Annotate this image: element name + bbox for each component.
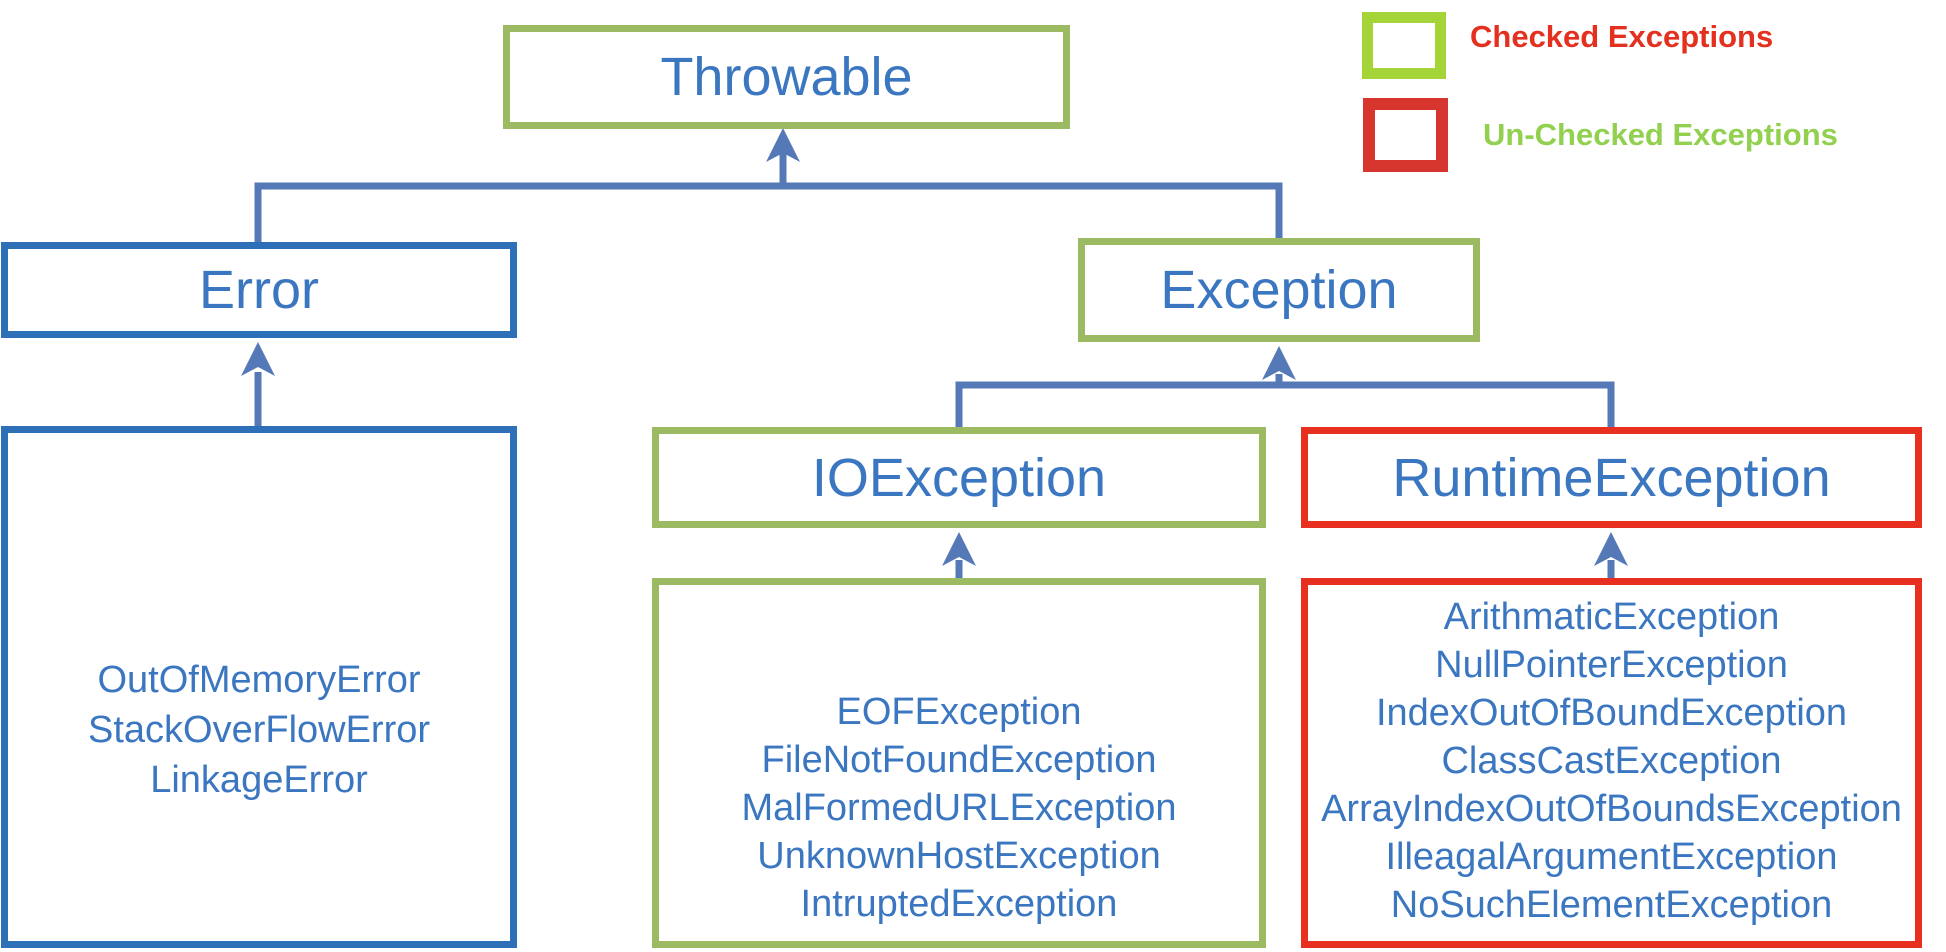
- list-item: LinkageError: [150, 759, 368, 801]
- list-item: NullPointerException: [1435, 644, 1788, 686]
- node-throwable: Throwable: [503, 25, 1070, 129]
- runtime-subtypes-box: [1301, 578, 1922, 948]
- list-item: StackOverFlowError: [87, 709, 431, 751]
- checked-exceptions-swatch: [1362, 12, 1446, 79]
- arrowhead-to-error-icon: [241, 342, 275, 376]
- error-subtypes-box: [1, 426, 517, 948]
- list-item: ArithmaticException: [1443, 596, 1780, 638]
- unchecked-exceptions-label: Un-Checked Exceptions: [1483, 117, 1838, 152]
- connector-exception-children: [955, 381, 1615, 431]
- list-item: ArrayIndexOutOfBoundsException: [1321, 788, 1902, 830]
- io-subtypes-list: EOFException FileNotFoundException MalFo…: [652, 688, 1266, 928]
- list-item: IlleagalArgumentException: [1385, 836, 1838, 878]
- connector-throwable-children: [254, 182, 1283, 246]
- list-item: ClassCastException: [1441, 740, 1782, 782]
- list-item: UnknownHostException: [757, 835, 1161, 877]
- arrowhead-to-ioexception-icon: [942, 532, 976, 566]
- node-exception-label: Exception: [1160, 260, 1398, 320]
- node-runtimeexception-label: RuntimeException: [1392, 447, 1831, 508]
- runtime-subtypes-list: ArithmaticException NullPointerException…: [1301, 593, 1922, 929]
- list-item: EOFException: [836, 691, 1082, 733]
- node-exception: Exception: [1078, 238, 1480, 342]
- unchecked-exceptions-swatch: [1363, 98, 1448, 172]
- node-ioexception-label: IOException: [811, 447, 1107, 508]
- io-subtypes-box: [652, 578, 1266, 948]
- list-item: OutOfMemoryError: [97, 659, 421, 701]
- node-error-label: Error: [199, 260, 319, 320]
- node-error: Error: [1, 242, 517, 338]
- list-item: IndexOutOfBoundException: [1375, 692, 1848, 734]
- arrowhead-to-throwable-icon: [766, 128, 800, 162]
- arrowhead-to-exception-icon: [1262, 346, 1296, 380]
- list-item: FileNotFoundException: [761, 739, 1157, 781]
- node-runtimeexception: RuntimeException: [1301, 427, 1922, 528]
- list-item: IntruptedException: [800, 883, 1118, 925]
- list-item: NoSuchElementException: [1390, 884, 1833, 926]
- arrowhead-to-runtimeexception-icon: [1594, 532, 1628, 566]
- list-item: MalFormedURLException: [741, 787, 1177, 829]
- node-throwable-label: Throwable: [660, 47, 913, 107]
- checked-exceptions-label: Checked Exceptions: [1470, 19, 1774, 54]
- node-ioexception: IOException: [652, 427, 1266, 528]
- error-subtypes-list: OutOfMemoryError StackOverFlowError Link…: [1, 655, 517, 805]
